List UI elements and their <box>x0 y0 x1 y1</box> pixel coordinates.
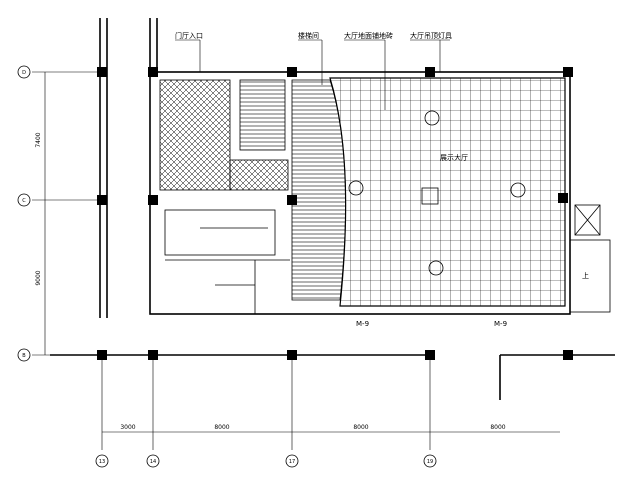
light-fixtures <box>348 110 526 276</box>
label-stair-up: 上 <box>582 271 589 280</box>
dim-h-8000-b: 8000 <box>353 424 368 431</box>
svg-text:D: D <box>22 70 26 76</box>
curved-floor <box>291 79 346 301</box>
leader-lines <box>175 39 450 110</box>
dim-v-7400: 7400 <box>35 132 42 147</box>
dim-v-9000: 9000 <box>35 270 42 285</box>
axis-bubble-c: C <box>17 193 31 207</box>
label-room-d: 大厅吊顶灯具 <box>410 31 452 40</box>
label-room-b: 楼梯间 <box>298 31 319 40</box>
label-hall: 展示大厅 <box>440 153 468 162</box>
dim-h-8000-a: 8000 <box>214 424 229 431</box>
axis-bubble-b: B <box>17 348 31 362</box>
corridor-floor <box>229 159 289 191</box>
svg-text:C: C <box>22 198 26 204</box>
label-room-a: 门厅入口 <box>175 31 203 40</box>
label-room-c: 大厅地面铺地砖 <box>344 31 393 40</box>
axis-bubble-13: 13 <box>95 454 109 468</box>
svg-text:13: 13 <box>99 459 105 465</box>
axis-bubble-d: D <box>17 65 31 79</box>
outer-walls <box>50 18 615 400</box>
stair-block <box>164 209 290 314</box>
stair-floor-a <box>239 79 286 151</box>
axis-lines <box>32 71 560 450</box>
svg-text:B: B <box>22 353 26 359</box>
axis-bubble-17: 17 <box>285 454 299 468</box>
label-door-m9-b: M-9 <box>494 320 507 328</box>
axis-bubble-19: 19 <box>423 454 437 468</box>
svg-text:14: 14 <box>150 459 156 465</box>
dim-h-8000-c: 8000 <box>490 424 505 431</box>
label-door-m9-a: M-9 <box>356 320 369 328</box>
svg-text:19: 19 <box>427 459 433 465</box>
hall-grid <box>329 77 566 307</box>
svg-text:17: 17 <box>289 459 295 465</box>
lobby-floor <box>159 79 231 191</box>
axis-bubble-14: 14 <box>146 454 160 468</box>
elevator <box>569 204 611 313</box>
dim-h-3000: 3000 <box>120 424 135 431</box>
